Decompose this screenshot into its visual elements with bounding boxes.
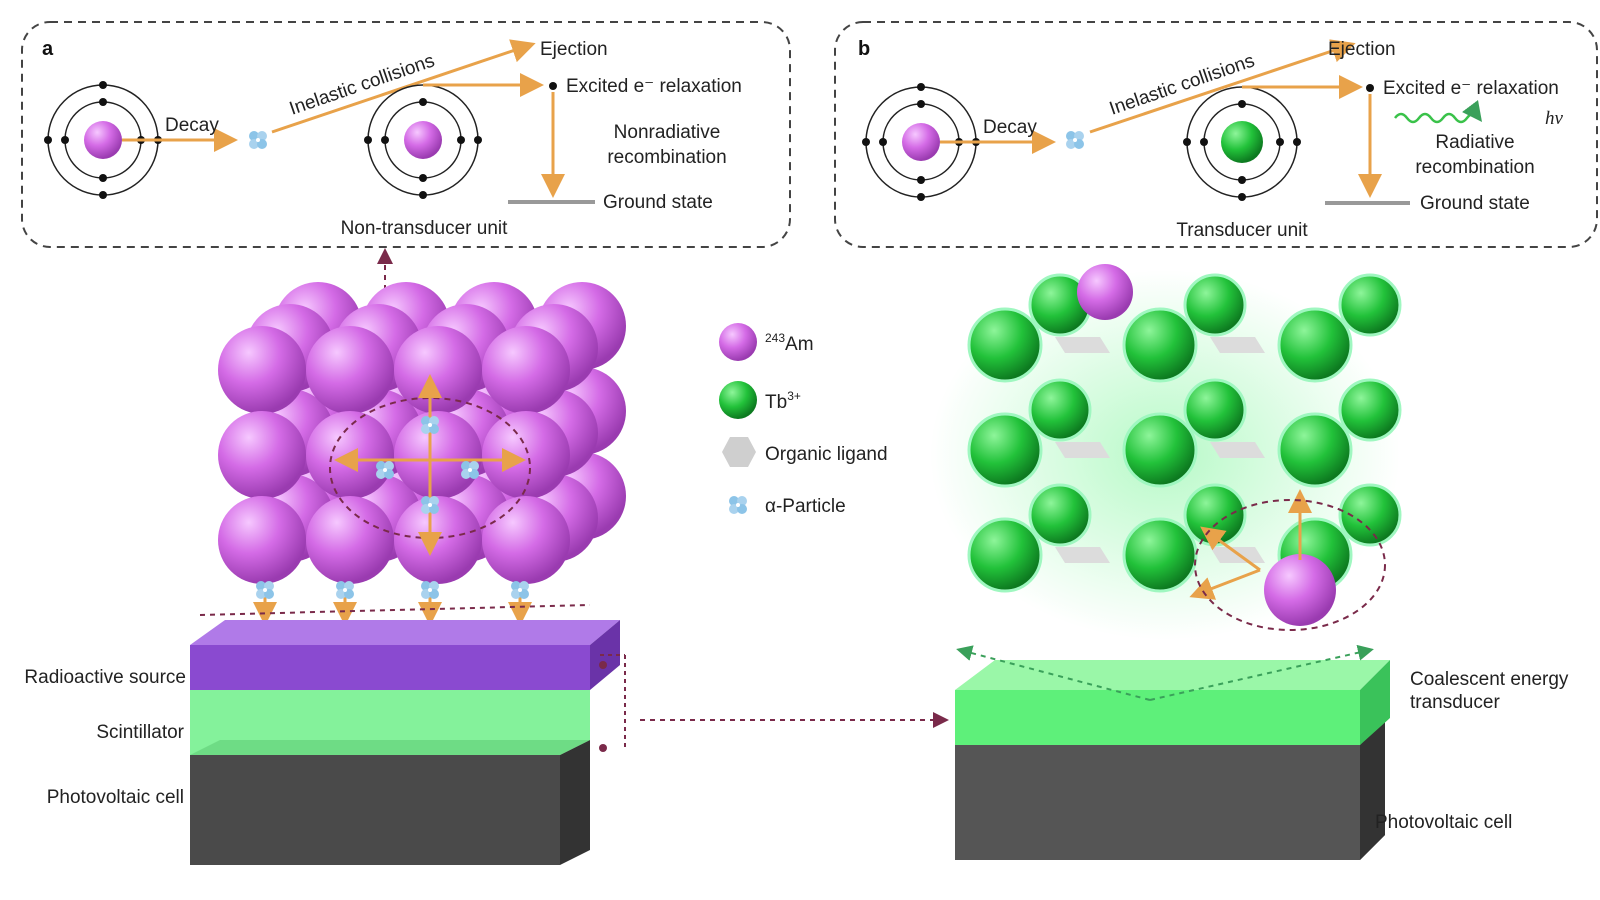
photovoltaic-cell-label: Photovoltaic cell [1375,812,1512,833]
recombination-label-1: Nonradiative [614,122,721,143]
ejection-label: Ejection [540,39,608,60]
tb-sphere [1338,483,1402,547]
atom-icon [1183,86,1301,201]
am-sphere [306,326,394,414]
atom-icon [44,81,162,199]
tb-sphere [1122,307,1198,383]
tb-sphere [967,517,1043,593]
tb-sphere [1122,517,1198,593]
legend-am-icon [719,323,757,361]
panel-b-letter: b [858,38,870,60]
recombination-label-1: Radiative [1435,132,1514,153]
legend-am-label: 243Am [765,331,814,355]
photovoltaic-cell-label: Photovoltaic cell [47,787,184,808]
scintillator-label: Scintillator [96,722,184,743]
alpha-arrow [1189,568,1261,600]
ligand-linker [1210,337,1265,353]
photon-label: hν [1545,108,1564,129]
excited-relaxation-label: Excited e⁻ relaxation [566,76,742,97]
legend-ligand-label: Organic ligand [765,444,888,465]
alpha-particle-icon [249,131,267,149]
ligand-linker [1055,337,1110,353]
am-sphere [218,411,306,499]
ligand-linker [1055,442,1110,458]
panel-a: a Decay Inelastic collisions Ejection Ex… [21,21,791,248]
am-sphere [218,496,306,584]
am-sphere [1264,554,1336,626]
radioactive-source-label: Radioactive source [24,667,186,688]
alpha-particle-icon [511,581,529,599]
terbium-lattice [967,264,1402,626]
tb-sphere [1277,412,1353,488]
tb-sphere [1122,412,1198,488]
am-sphere [394,411,482,499]
am-sphere [482,326,570,414]
am-sphere [306,496,394,584]
tb-sphere [1277,307,1353,383]
panel-a-letter: a [42,38,54,60]
ligand-linker [1210,442,1265,458]
alpha-particle-icon [256,581,274,599]
legend-alpha-icon [729,496,747,514]
alpha-particle-icon [376,461,394,479]
highlight-ellipse [1194,499,1386,631]
alpha-particle-icon [421,496,439,514]
tb-sphere [967,307,1043,383]
am-sphere [482,411,570,499]
legend-ligand-icon [722,437,756,467]
alpha-emission-arrows [253,374,532,626]
tb-sphere [1183,378,1247,442]
right-device-stack: Coalescent energy transducer Photovoltai… [955,644,1569,860]
decay-label: Decay [983,117,1037,138]
legend-tb-icon [719,381,757,419]
recombination-label-2: recombination [1415,157,1534,178]
legend-tb-label: Tb3+ [765,389,801,413]
decay-label: Decay [165,115,219,136]
tb-sphere [1028,378,1092,442]
alpha-arrow [1200,526,1261,572]
ground-state-label: Ground state [1420,193,1530,214]
ground-state-label: Ground state [603,192,713,213]
am-sphere [1077,264,1133,320]
tb-sphere [967,412,1043,488]
transducer-label-2: transducer [1410,692,1500,713]
panel-b: b Decay Inelastic collisions Ejection Ex… [834,21,1598,248]
transducer-label-1: Coalescent energy [1410,669,1569,690]
am-sphere [306,411,394,499]
ligand-linker [1055,547,1110,563]
alpha-particle-icon [1066,131,1084,149]
ejection-label: Ejection [1328,39,1396,60]
excited-relaxation-label: Excited e⁻ relaxation [1383,78,1559,99]
recombination-label-2: recombination [607,147,726,168]
legend: 243Am Tb3+ Organic ligand α-Particle [719,323,888,517]
tb-sphere [1338,273,1402,337]
unit-label: Transducer unit [1176,220,1308,241]
am-sphere [394,326,482,414]
americium-lattice [218,282,626,584]
unit-label: Non-transducer unit [341,218,509,239]
atom-icon [364,84,482,199]
photon-wave-icon [1394,100,1483,124]
am-sphere [482,496,570,584]
alpha-particle-icon [336,581,354,599]
tb-sphere [1338,378,1402,442]
tb-sphere [1028,483,1092,547]
am-sphere [218,326,306,414]
alpha-particle-icon [421,416,439,434]
tb-sphere [1183,273,1247,337]
alpha-particle-icon [421,581,439,599]
alpha-particle-icon [461,461,479,479]
left-device-stack: Radioactive source Scintillator Photovol… [24,604,949,865]
legend-alpha-label: α-Particle [765,496,846,517]
